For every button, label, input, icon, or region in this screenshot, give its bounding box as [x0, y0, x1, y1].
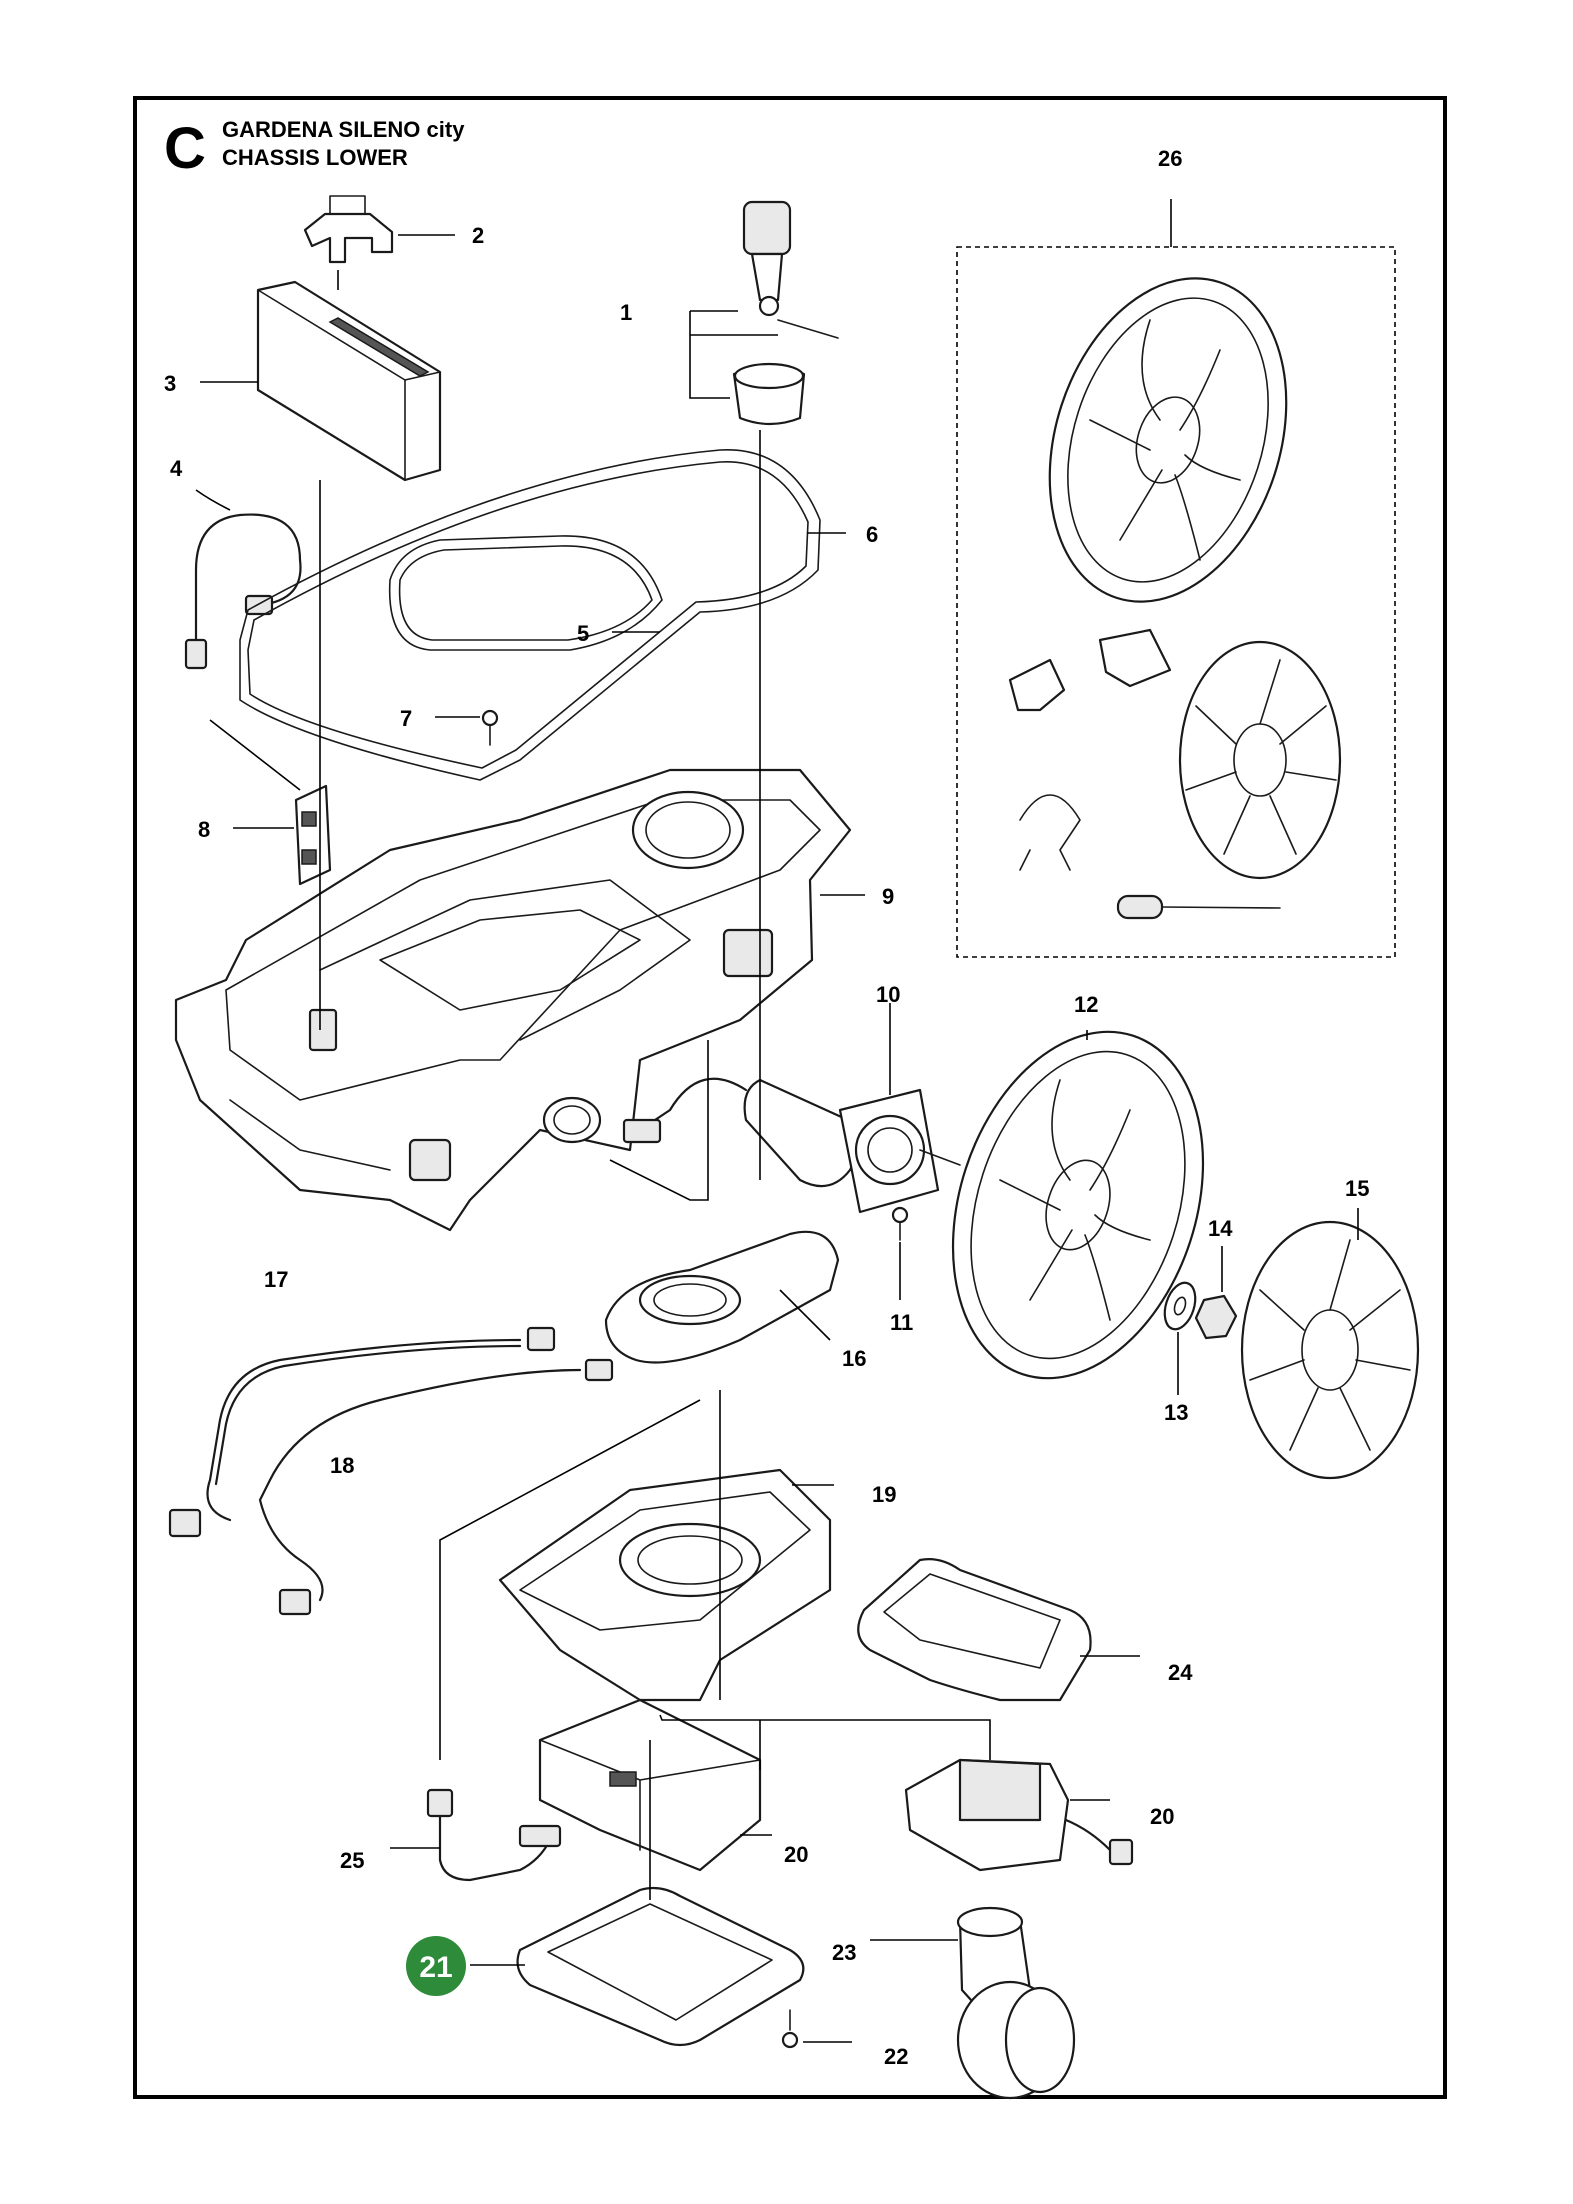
assembly-title: CHASSIS LOWER	[222, 145, 408, 170]
part-25-harness	[426, 1788, 562, 1882]
part-26-wheel-kit	[956, 246, 1396, 958]
callout-1: 1	[620, 300, 632, 325]
callout-17: 17	[264, 1267, 288, 1292]
callout-25: 25	[340, 1848, 364, 1873]
part-7-screw	[481, 709, 499, 746]
callout-21: 21	[419, 1951, 452, 1984]
part-13-washer	[1163, 1281, 1197, 1331]
callout-20-right: 20	[1150, 1804, 1174, 1829]
callout-20-left: 20	[784, 1842, 808, 1867]
part-5-inner-seal	[388, 535, 663, 651]
part-1-lift-sensor	[732, 200, 839, 426]
part-4-cable	[184, 513, 302, 670]
part-17-harness	[206, 1326, 556, 1522]
part-15-hub-cover	[1240, 1220, 1420, 1480]
callout-3: 3	[164, 371, 176, 396]
callout-11: 11	[890, 1310, 913, 1335]
part-12-rear-wheel	[951, 1030, 1205, 1380]
highlight-badge	[406, 1936, 466, 1996]
callout-6: 6	[866, 522, 878, 547]
callout-23: 23	[832, 1940, 856, 1965]
part-6-seal	[239, 449, 821, 781]
callout-9: 9	[882, 884, 894, 909]
callout-24: 24	[1168, 1660, 1193, 1685]
callout-26: 26	[1158, 146, 1182, 171]
diagram-header: C GARDENA SILENO city CHASSIS LOWER	[164, 116, 465, 181]
callout-18: 18	[330, 1453, 354, 1478]
part-9-chassis	[174, 768, 852, 1232]
callout-14: 14	[1208, 1216, 1233, 1241]
part-21-seal-frame	[516, 1886, 805, 2047]
model-title: GARDENA SILENO city	[222, 117, 465, 142]
part-22-screw	[781, 2009, 799, 2049]
part-2-bracket	[303, 195, 394, 264]
part-8-small-pcb	[294, 784, 332, 886]
part-3-circuit-board	[256, 270, 442, 482]
callout-10: 10	[876, 982, 900, 1007]
callout-13: 13	[1164, 1400, 1188, 1425]
part-18-harness	[168, 1358, 614, 1616]
callout-7: 7	[400, 706, 412, 731]
callout-2: 2	[472, 223, 484, 248]
part-14-nut	[1194, 1294, 1238, 1340]
callout-21-highlight: 21	[406, 1936, 466, 1996]
callout-12: 12	[1074, 992, 1098, 1017]
part-23-front-wheel	[956, 1906, 1076, 2100]
part-10-motor	[622, 1077, 961, 1214]
callout-labels: 1 2 3 4 5 6 7 8 9 10 11 12 13 14 15 16 1…	[164, 146, 1369, 2069]
callout-5: 5	[577, 621, 589, 646]
part-19-battery-tray	[498, 1468, 832, 1702]
part-16-cover	[604, 1230, 840, 1364]
callout-8: 8	[198, 817, 210, 842]
callout-22: 22	[884, 2044, 908, 2069]
diagram-frame	[133, 96, 1447, 2099]
section-letter: C	[164, 116, 206, 181]
callout-16: 16	[842, 1346, 866, 1371]
part-11-screw	[891, 1206, 909, 1241]
part-24-lid	[857, 1558, 1092, 1702]
part-20-battery-small	[904, 1758, 1134, 1872]
callout-4: 4	[170, 456, 183, 481]
callout-15: 15	[1345, 1176, 1369, 1201]
callout-19: 19	[872, 1482, 896, 1507]
leader-lines	[195, 199, 1359, 2043]
